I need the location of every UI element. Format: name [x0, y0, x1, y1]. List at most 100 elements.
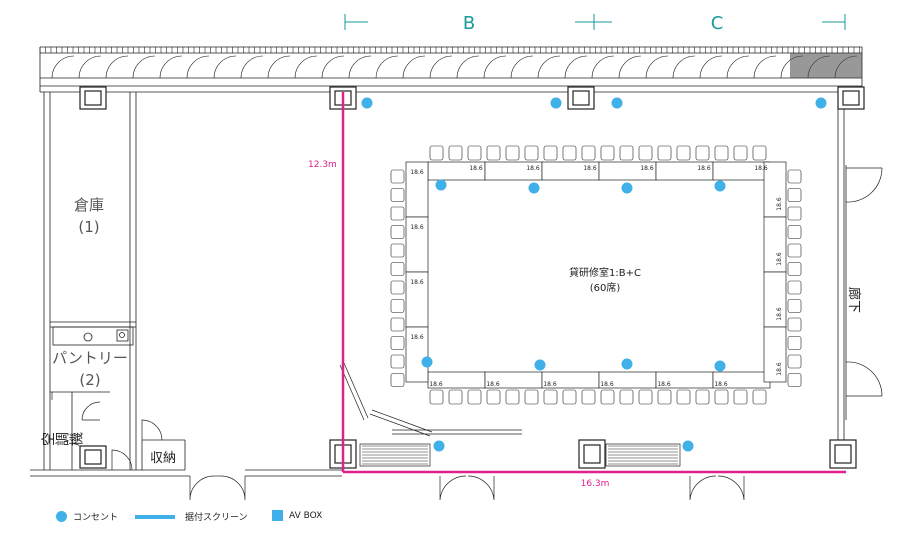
chairs [390, 145, 802, 405]
corridor-label: 廊下 [846, 287, 862, 313]
window-arc [510, 55, 534, 79]
chair [787, 206, 802, 221]
table-label: 18.6 [486, 381, 500, 388]
chair [467, 389, 482, 405]
chair [787, 188, 802, 202]
window-arc [402, 55, 426, 79]
table-label: 18.6 [543, 381, 557, 388]
pantry-number: (2) [79, 371, 100, 389]
chair [787, 373, 802, 387]
table-label: 18.6 [410, 334, 424, 341]
section-b-label: B [463, 13, 475, 34]
window-arc [645, 55, 669, 79]
chair [695, 389, 710, 405]
section-c-label: C [711, 13, 724, 34]
chair [448, 145, 463, 161]
window-arc [537, 55, 561, 79]
chair [787, 280, 802, 295]
columns [79, 86, 865, 469]
table-label: 18.6 [583, 165, 597, 172]
chair [752, 389, 767, 405]
chair [390, 225, 405, 239]
window-arc [753, 55, 777, 79]
stair-lines [362, 445, 678, 465]
table-label: 18.6 [776, 307, 783, 321]
chair [787, 299, 802, 313]
doors [51, 167, 883, 501]
pantry-counter [52, 326, 134, 346]
chair [390, 262, 405, 276]
table-label: 18.6 [410, 224, 424, 231]
chair [486, 145, 501, 161]
window-arc [213, 55, 237, 79]
table-label: 18.6 [697, 165, 711, 172]
table [763, 326, 787, 383]
chair [390, 336, 405, 350]
outlet-icon [621, 182, 633, 194]
window-arc [672, 55, 696, 79]
chair [676, 389, 691, 405]
window-arc [429, 55, 453, 79]
chair [390, 317, 405, 332]
chair [390, 243, 405, 258]
hvac-label: 空調機 [41, 432, 84, 448]
chair [581, 145, 596, 161]
storage-number: (1) [78, 218, 99, 236]
chair [657, 145, 672, 161]
table-label: 18.6 [640, 165, 654, 172]
window-arc [375, 55, 399, 79]
window-arc [699, 55, 723, 79]
chair [600, 389, 615, 405]
chair [524, 389, 539, 405]
window-arc [483, 55, 507, 79]
window-arc [618, 55, 642, 79]
window-arc [591, 55, 615, 79]
table-labels: 18.6 18.6 18.6 18.6 18.6 18.6 18.6 18.6 18.6 18.6… [410, 165, 783, 388]
chair [619, 145, 634, 161]
window-arc [726, 55, 750, 79]
chair [429, 389, 444, 405]
table-label: 18.6 [714, 381, 728, 388]
chair [390, 373, 405, 387]
outlet-icon [714, 360, 726, 372]
outlet-icon [682, 440, 694, 452]
closet-label: 収納 [150, 451, 176, 466]
chair [752, 145, 767, 161]
table-label: 18.6 [410, 279, 424, 286]
outlet-icon [714, 180, 726, 192]
table-label: 18.6 [526, 165, 540, 172]
room-title: 貸研修室1:B+C [569, 266, 641, 279]
outlet-icon [815, 97, 827, 109]
legend-screen-label: 据付スクリーン [185, 513, 248, 523]
section-markers [344, 14, 846, 30]
chair [676, 145, 691, 161]
outlet-icon [361, 97, 373, 109]
hatched-corner [790, 53, 862, 78]
chair [505, 389, 520, 405]
chair [787, 317, 802, 332]
window-arc [51, 55, 75, 79]
window-arc [456, 55, 480, 79]
dimension-height: 12.3m [308, 160, 337, 170]
window-arc [240, 55, 264, 79]
window-arc [564, 55, 588, 79]
outlets [361, 97, 827, 452]
chair [390, 280, 405, 295]
chair [787, 243, 802, 258]
chair [787, 262, 802, 276]
legend-outlet-label: コンセント [73, 513, 119, 523]
outlet-icon [421, 356, 433, 368]
chair [787, 169, 802, 184]
chair [787, 336, 802, 350]
chair [733, 389, 748, 405]
window-arcs [51, 55, 858, 79]
chair [390, 299, 405, 313]
chair [787, 354, 802, 369]
chair [787, 225, 802, 239]
screen-area [339, 362, 681, 467]
chair [581, 389, 596, 405]
window-arc [132, 55, 156, 79]
window-arc [78, 55, 102, 79]
table-label: 18.6 [657, 381, 671, 388]
